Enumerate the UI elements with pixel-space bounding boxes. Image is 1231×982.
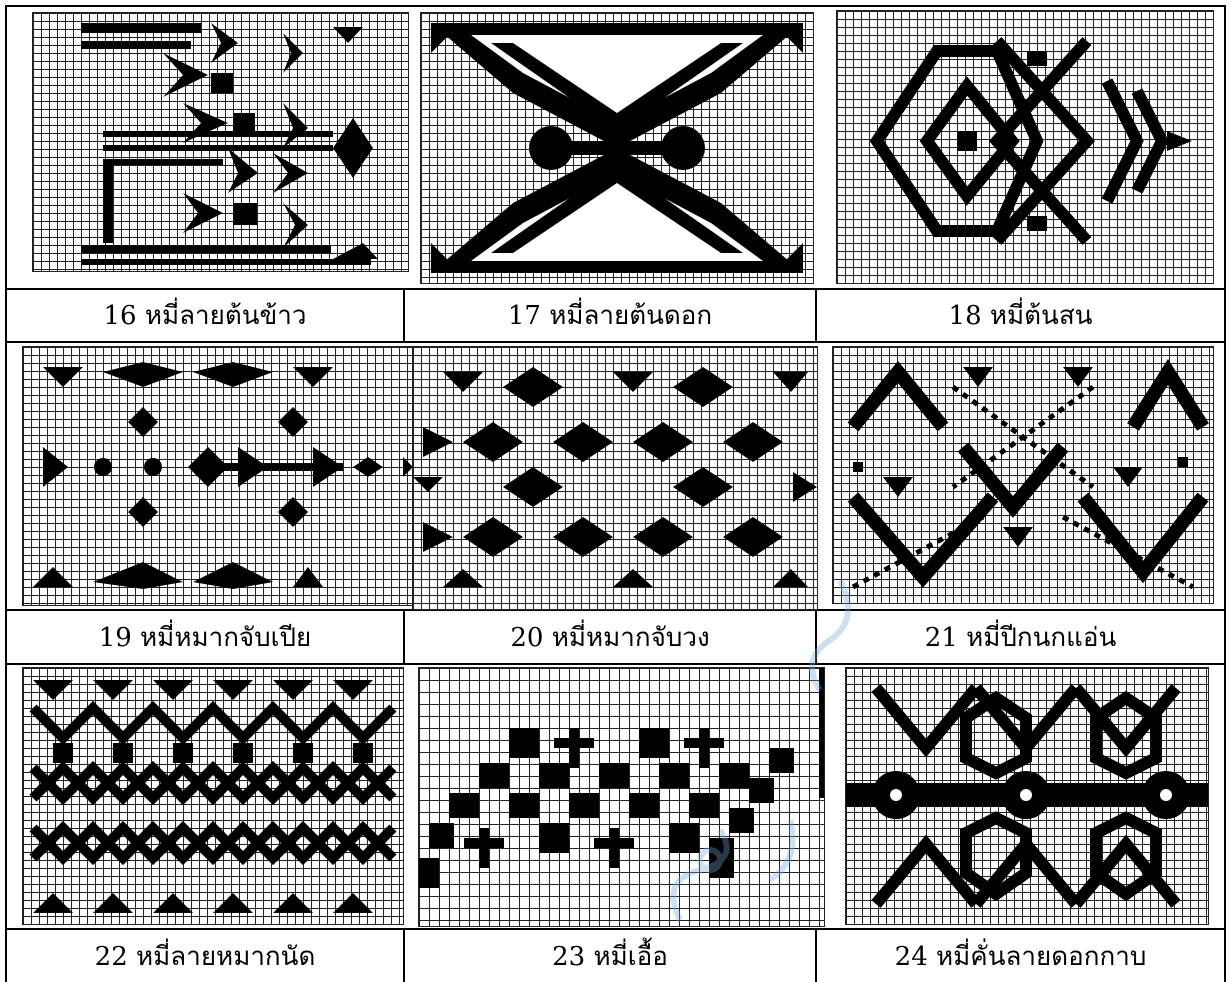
pattern-24-flower-divider [845, 667, 1209, 925]
caption-16: 16 หมี่ลายต้นข้าว [7, 290, 403, 341]
pattern-18-pine-tree [836, 10, 1214, 284]
caption-21: 21 หมี่ปีกนกแอ่น [817, 611, 1224, 663]
table-border-left [5, 5, 7, 982]
pattern-21-graphic [833, 347, 1213, 603]
pattern-21-swallow-wing [832, 346, 1214, 604]
pattern-18-graphic [837, 11, 1213, 283]
caption-23: 23 หมี่เอื้อ [405, 930, 815, 982]
caption-19: 19 หมี่หมากจับเปีย [7, 611, 403, 663]
pattern-16-rice-stalk [32, 12, 409, 272]
pattern-19-graphic [23, 347, 413, 605]
table-border-right [1224, 5, 1226, 982]
row-divider [5, 663, 1226, 665]
caption-18: 18 หมี่ต้นสน [817, 290, 1224, 341]
row-divider [5, 341, 1226, 343]
pattern-16-graphic [33, 13, 408, 271]
pattern-22-checker [22, 667, 404, 925]
pattern-22-graphic [23, 668, 403, 924]
caption-22: 22 หมี่ลายหมากนัด [7, 930, 403, 982]
pattern-17-graphic [421, 13, 813, 283]
caption-24: 24 หมี่คั่นลายดอกกาบ [817, 930, 1224, 982]
pattern-20-graphic [413, 347, 817, 609]
pattern-17-flower-stalk [420, 12, 814, 284]
pattern-23-graphic [419, 668, 824, 926]
caption-17: 17 หมี่ลายต้นดอก [405, 290, 815, 341]
table-border-top [5, 5, 1226, 7]
pattern-19-hair-tie [22, 346, 414, 606]
pattern-23-uea [418, 667, 825, 927]
pattern-20-ring [412, 346, 818, 610]
caption-20: 20 หมี่หมากจับวง [405, 611, 815, 663]
pattern-24-graphic [846, 668, 1208, 924]
